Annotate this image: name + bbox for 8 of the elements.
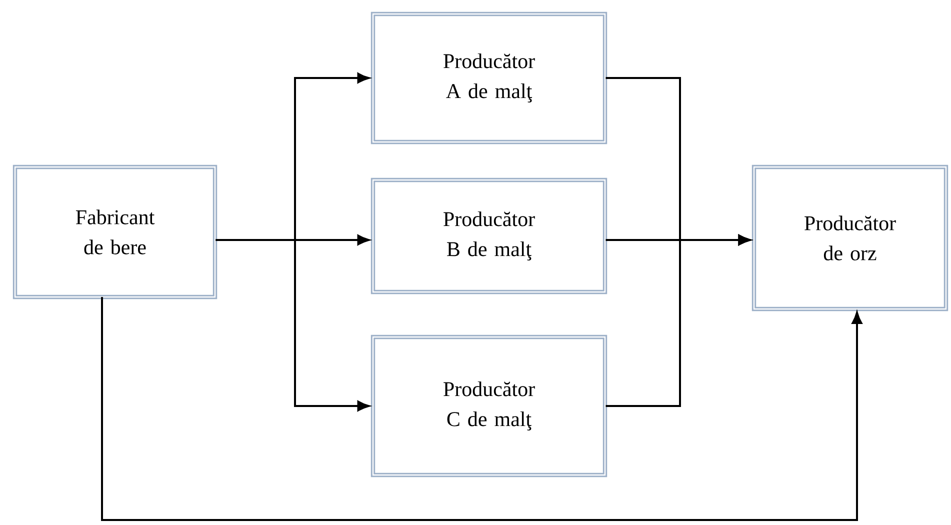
arrow (101, 297, 862, 521)
arrow (606, 234, 750, 407)
process-box: Producător B de malţ (370, 178, 608, 294)
arrow (216, 239, 370, 412)
process-box: Fabricant de bere (12, 164, 218, 300)
process-box: Producător de orz (752, 164, 948, 312)
process-box: Producător A de malţ (370, 12, 608, 144)
process-box: Producător C de malţ (370, 334, 608, 478)
